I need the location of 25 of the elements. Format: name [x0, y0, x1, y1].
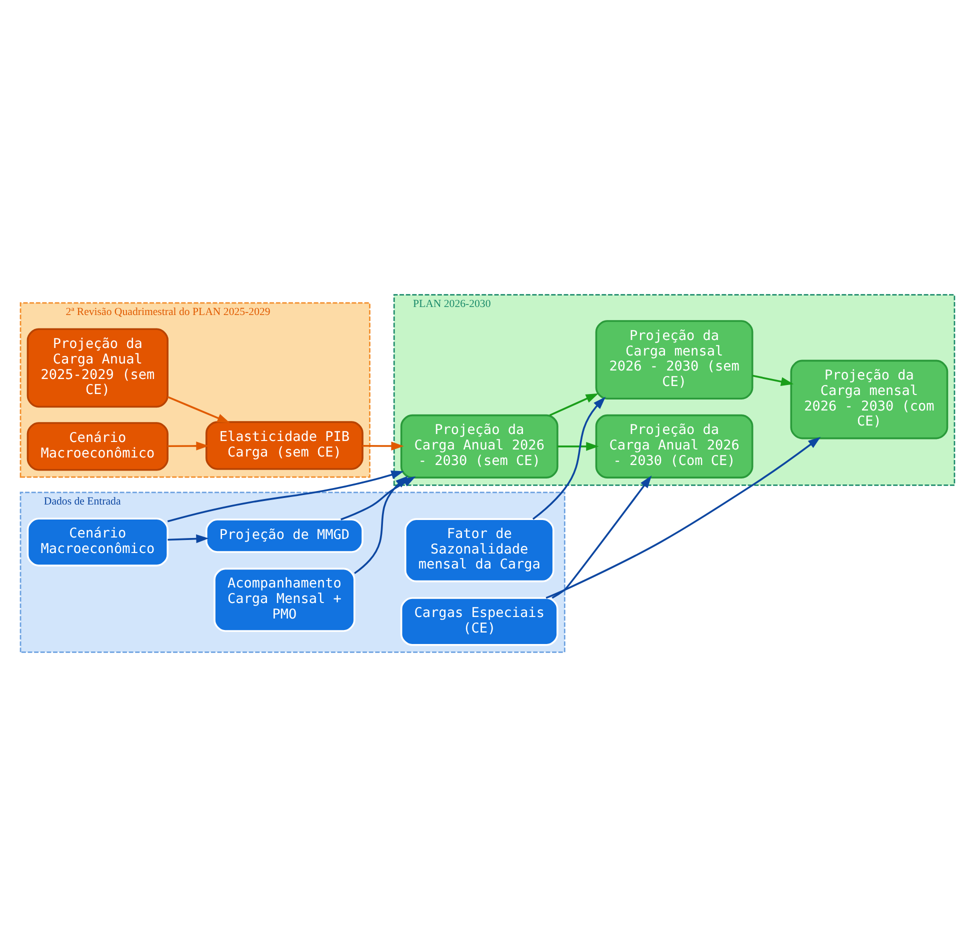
arrow [167, 441, 208, 450]
node-box: Elasticidade PIB Carga (sem CE) [205, 420, 363, 470]
arrow [354, 475, 408, 574]
node-box: Projeção da Carga Anual 2026 - 2030 (sem CE) [400, 414, 558, 478]
node-box: Cenário Macroeconômico [26, 517, 168, 566]
node-box: Projeção de MMGD [205, 518, 363, 552]
node-box: Projeção da Carga mensal 2026 - 2030 (com CE) [790, 359, 948, 439]
arrow [545, 436, 820, 598]
node-box: Cenário Macroeconômico [26, 422, 168, 470]
arrow [548, 392, 598, 416]
node-box: Projeção da Carga mensal 2026 - 2030 (sem CE) [594, 320, 753, 399]
node-box: Fator de Sazonalidade mensal da Carga [404, 518, 554, 582]
arrow [166, 396, 230, 423]
arrow [532, 396, 606, 520]
node-box: Acompanhamento Carga Mensal + PMO [213, 567, 355, 632]
node-box: Projeção da Carga Anual 2025-2029 (sem CE) [26, 328, 168, 408]
arrow [166, 470, 404, 522]
arrow [362, 441, 404, 450]
node-box: Cargas Especiais (CE) [400, 596, 558, 646]
arrow [167, 534, 208, 543]
arrow [551, 475, 652, 598]
arrow [556, 442, 598, 450]
arrow [752, 374, 794, 386]
node-box: Projeção da Carga Anual 2026 - 2030 (Com CE) [594, 414, 753, 478]
arrow [340, 476, 416, 520]
